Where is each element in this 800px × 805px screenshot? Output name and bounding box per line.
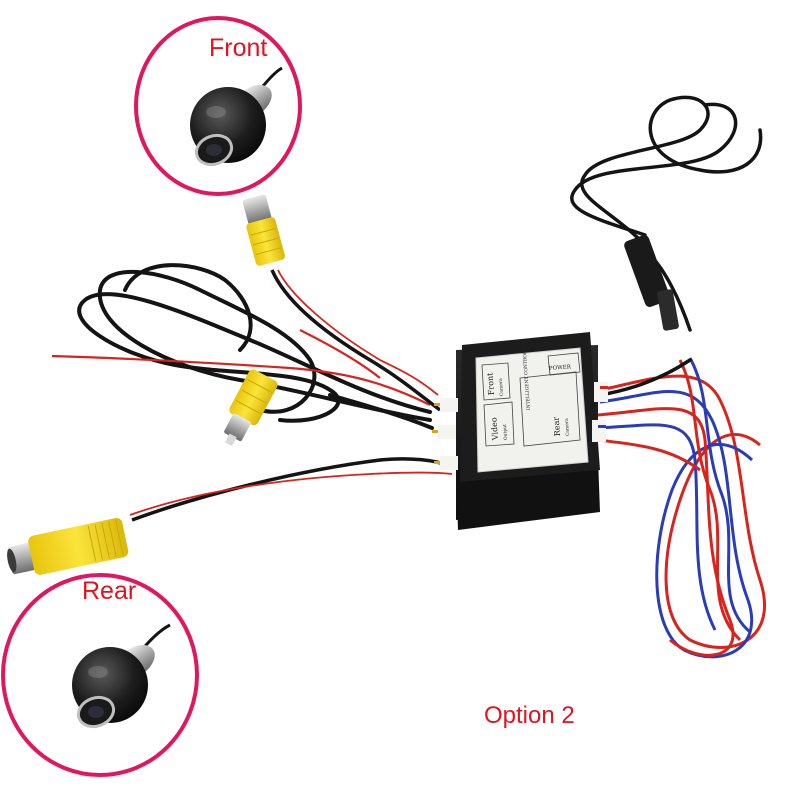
rear-camera [72, 623, 171, 729]
rear-camera-cable [131, 457, 451, 522]
box-front-label: Front [485, 372, 496, 396]
left-connectors [432, 398, 458, 470]
front-highlight-circle [134, 16, 302, 196]
rear-rca-connector [7, 517, 129, 575]
power-cable-coil [570, 95, 763, 397]
box-rear-sub: Camera [564, 418, 571, 437]
red-power-wires-left [51, 329, 431, 406]
black-cable-coil [77, 263, 434, 430]
box-power-label: POWER [549, 364, 572, 372]
rear-camera-label: Rear [82, 577, 137, 605]
box-video-sub: Output [502, 424, 509, 441]
front-camera-cable [270, 269, 442, 412]
front-camera-label: Front [209, 34, 268, 62]
box-rear-label: Rear [552, 416, 562, 436]
box-label-text: POWER INTELLIGENT CONTROL BOX Front Came… [485, 338, 572, 441]
option-label: Option 2 [484, 702, 575, 729]
right-connectors [592, 382, 608, 442]
inline-plug [624, 235, 679, 331]
front-rca-connector [242, 194, 285, 266]
rear-highlight-circle [1, 573, 199, 777]
box-video-label: Video [489, 417, 500, 442]
front-camera [190, 66, 283, 167]
control-box [432, 332, 608, 530]
red-blue-wire-loop [597, 357, 767, 659]
box-label-panel [475, 347, 589, 473]
video-output-rca-connector [224, 369, 278, 447]
box-front-sub: Camera [498, 378, 505, 397]
box-title: INTELLIGENT CONTROL BOX [521, 338, 532, 410]
